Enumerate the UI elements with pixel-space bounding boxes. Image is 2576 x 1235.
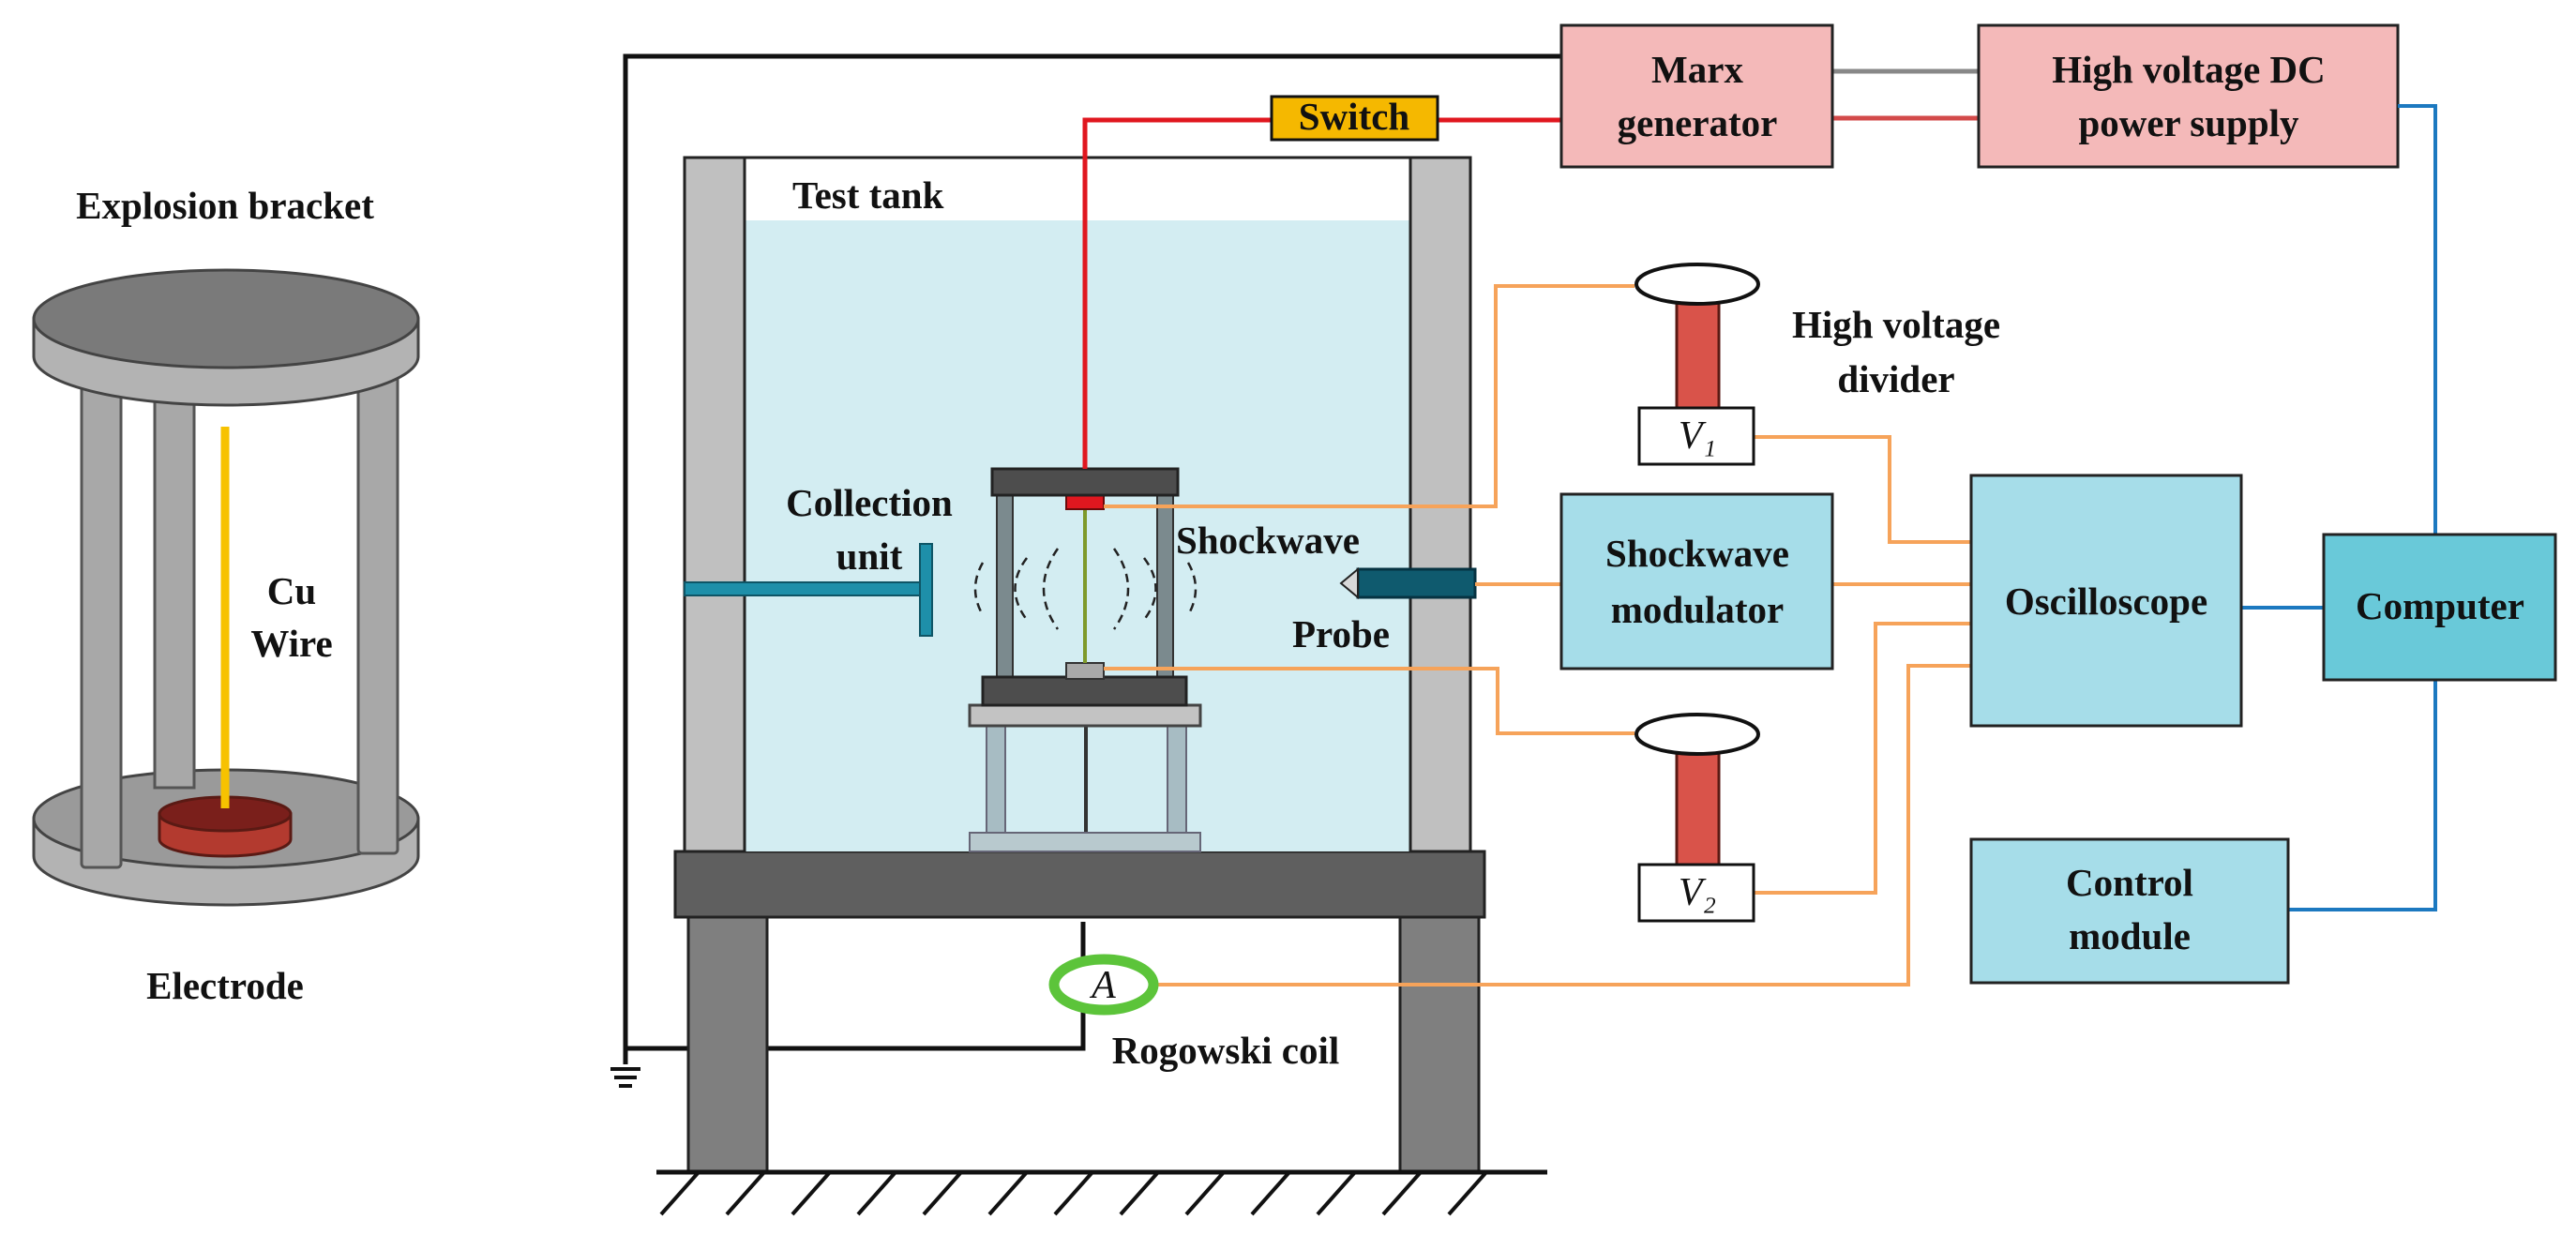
- shockwave-probe: [1339, 566, 1477, 600]
- cu-label: Cu: [267, 569, 316, 612]
- hv-divider-2: [1634, 713, 1760, 923]
- electrode-label: Electrode: [146, 964, 304, 1007]
- hv-divider-1: [1634, 263, 1760, 466]
- oscilloscope-box: [1969, 474, 2243, 728]
- ammeter-label: A: [1089, 964, 1116, 1007]
- shockwave-modulator-box: [1559, 492, 1834, 670]
- v1-label: V₁: [1679, 414, 1716, 458]
- computer-box: [2322, 533, 2557, 682]
- marx-generator-box: [1559, 23, 1834, 169]
- signal-lines: [1104, 284, 1971, 986]
- hvdc-supply-box: [1977, 23, 2400, 169]
- oscilloscope-label: Oscilloscope: [2005, 580, 2207, 623]
- rogowski-coil: [1048, 954, 1159, 1016]
- v2-label: V₂: [1679, 871, 1716, 914]
- marx-label-line2: generator: [1618, 101, 1778, 144]
- control-label-line2: module: [2069, 914, 2191, 957]
- switch-label: Switch: [1299, 95, 1410, 138]
- hvdc-label-line2: power supply: [2078, 101, 2299, 144]
- hv-divider-label-line2: divider: [1837, 357, 1954, 400]
- unit-label: unit: [836, 535, 903, 578]
- wire-label: Wire: [250, 622, 332, 665]
- hvdc-label-line1: High voltage DC: [2052, 48, 2326, 91]
- bracket-in-tank: [968, 467, 1202, 852]
- computer-label: Computer: [2356, 584, 2524, 627]
- hv-divider-label-line1: High voltage: [1792, 303, 2000, 346]
- marx-label-line1: Marx: [1651, 48, 1743, 91]
- rogowski-label: Rogowski coil: [1112, 1029, 1340, 1072]
- collection-unit: [684, 543, 933, 637]
- test-stand: [656, 850, 1547, 1216]
- explosion-bracket: [32, 268, 420, 907]
- explosion-bracket-label: Explosion bracket: [76, 184, 374, 227]
- switch-box: [1270, 95, 1439, 142]
- collection-label: Collection: [786, 481, 953, 524]
- shock-mod-label-line2: modulator: [1611, 588, 1785, 631]
- shockwave-label: Shockwave: [1176, 519, 1360, 562]
- probe-label: Probe: [1292, 612, 1390, 655]
- shockwave-arcs: [973, 548, 1198, 630]
- control-module-box: [1969, 837, 2290, 985]
- shock-mod-label-line1: Shockwave: [1605, 532, 1789, 575]
- data-lines: [2241, 104, 2437, 911]
- control-label-line1: Control: [2066, 861, 2193, 904]
- test-tank-label: Test tank: [792, 173, 944, 217]
